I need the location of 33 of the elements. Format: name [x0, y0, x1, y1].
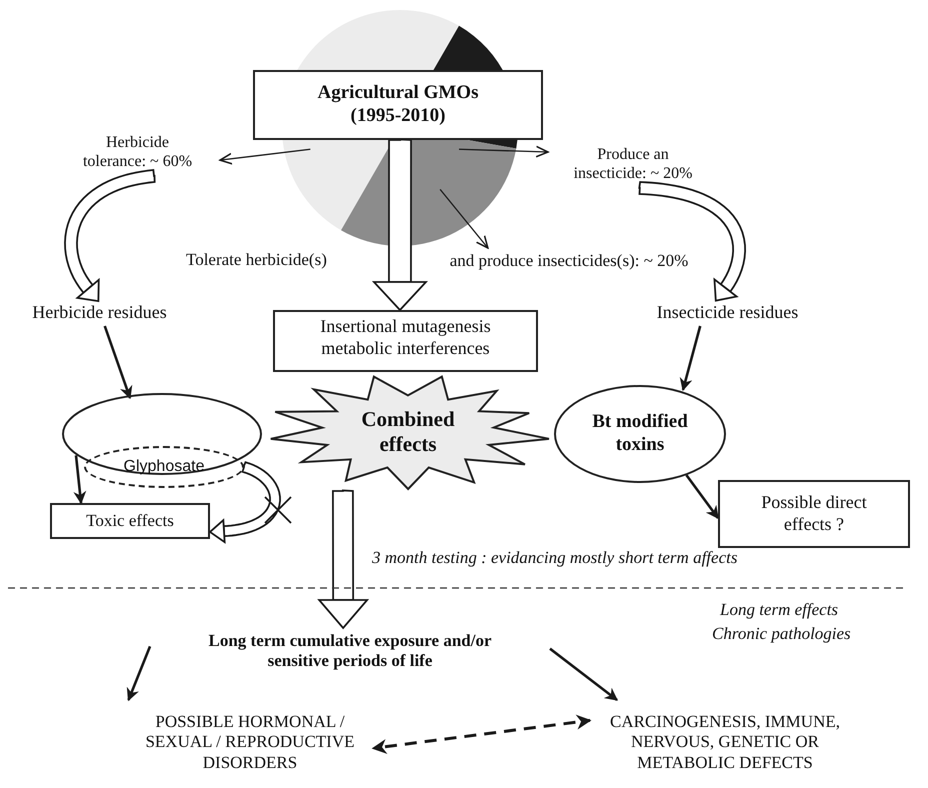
note-text: Long term effects	[720, 600, 838, 620]
arrow	[126, 646, 152, 702]
block-arrow	[64, 169, 156, 302]
arrow	[73, 455, 86, 504]
arrow	[458, 146, 549, 158]
category-label: CARCINOGENESIS, IMMUNE, NERVOUS, GENETIC OR METABOLIC DEFECTS	[590, 700, 860, 785]
dashed-arrow	[372, 714, 592, 754]
crossed-block-arrow	[209, 461, 292, 543]
block-arrow	[373, 138, 427, 311]
process-box: Agricultural GMOs (1995-2010)	[253, 70, 543, 140]
arrow	[549, 648, 618, 702]
arrow	[440, 188, 489, 249]
arrow	[680, 326, 702, 392]
process-box: Possible direct effects ?	[718, 480, 910, 548]
note-text: Tolerate herbicide(s)	[186, 250, 327, 270]
category-label: Produce an insecticide: ~ 20%	[548, 140, 718, 188]
category-label: Herbicide residues	[12, 300, 187, 326]
oval-shape: Bt modified toxins	[554, 385, 726, 483]
arrow	[219, 148, 310, 165]
arrow	[104, 326, 132, 400]
category-label: Long term cumulative exposure and/or sensitive periods of life	[150, 628, 550, 674]
process-box: Toxic effects	[50, 503, 210, 539]
arrow	[685, 474, 720, 520]
category-label: POSSIBLE HORMONAL / SEXUAL / REPRODUCTIVE DISORDERS	[115, 700, 385, 785]
effect-label: Combined effects	[360, 406, 456, 458]
category-label: Herbicide tolerance: ~ 60%	[55, 128, 220, 176]
block-arrow	[318, 490, 368, 629]
category-label: Insecticide residues	[630, 300, 825, 326]
process-box: Insertional mutagenesis metabolic interferences	[273, 310, 538, 372]
note-text: 3 month testing : evidancing mostly short term affects	[372, 548, 738, 568]
block-arrow	[638, 181, 746, 302]
category-label: and produce insecticides(s): ~ 20%	[413, 248, 725, 274]
note-text: Chronic pathologies	[712, 624, 851, 644]
